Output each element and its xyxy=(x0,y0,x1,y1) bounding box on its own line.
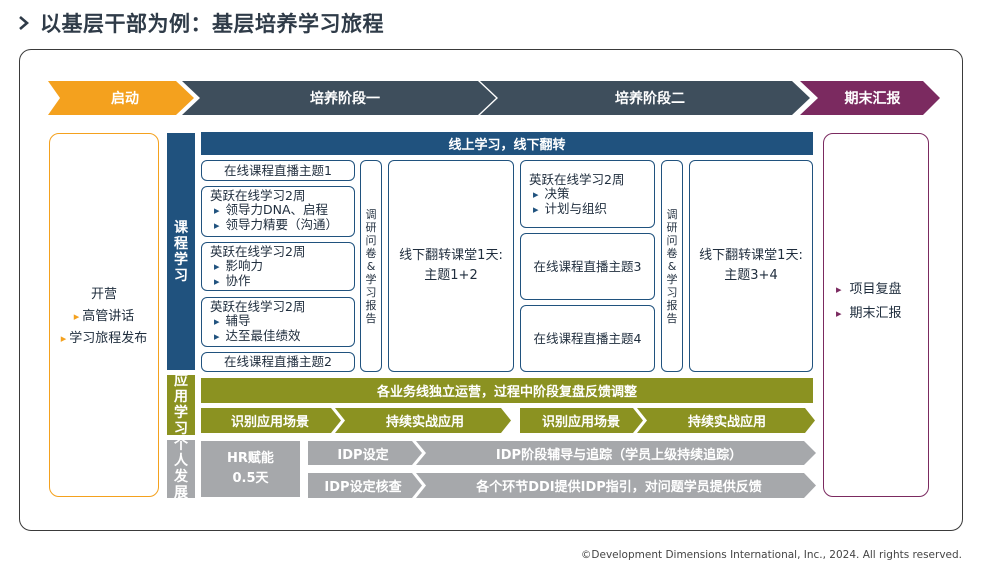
course-block-1: 英跃在线学习2周 领导力DNA、启程 领导力精要（沟通） xyxy=(201,186,355,237)
idp-guide-arrow xyxy=(416,473,816,498)
flip-line: 主题3+4 xyxy=(724,268,778,283)
course-bullet: 决策 xyxy=(529,187,646,202)
final-item: 项目复盘 xyxy=(836,278,928,302)
journey-frame xyxy=(19,49,963,531)
course-bullet: 影响力 xyxy=(210,259,346,274)
idp-guide-label: 各个环节DDI提供IDP指引，对问题学员提供反馈 xyxy=(476,480,762,495)
survey-report-2: 调研问卷&学习报告 xyxy=(661,160,683,372)
idp-track-arrow xyxy=(416,441,816,465)
course-live-1: 在线课程直播主题1 xyxy=(201,160,355,181)
apply-banner: 各业务线独立运营，过程中阶段复盘反馈调整 xyxy=(201,378,813,403)
phase-end-arrow xyxy=(800,81,940,115)
hr-enablement-box: HR赋能 0.5天 xyxy=(201,441,300,497)
apply-step-arrows xyxy=(201,408,815,433)
course-block-4: 英跃在线学习2周 决策 计划与组织 xyxy=(520,160,655,228)
idp-set-arrow xyxy=(308,441,422,465)
apply-step-arrow xyxy=(520,408,643,433)
idp-set-label: IDP设定 xyxy=(337,447,389,463)
apply-step: 持续实战应用 xyxy=(385,415,464,430)
page-title-text: 以基层干部为例：基层培养学习旅程 xyxy=(40,12,384,36)
course-bullet: 协作 xyxy=(210,274,346,289)
course-block-title: 英跃在线学习2周 xyxy=(210,299,306,314)
course-block-3: 英跃在线学习2周 辅导 达至最佳绩效 xyxy=(201,297,355,347)
apply-step-arrow xyxy=(637,408,815,433)
apply-step: 识别应用场景 xyxy=(230,415,309,430)
hr-line: HR赋能 xyxy=(227,451,274,466)
apply-step-arrow xyxy=(201,408,341,433)
page-title: 以基层干部为例：基层培养学习旅程 xyxy=(16,8,384,38)
phase-start-label: 启动 xyxy=(111,91,139,107)
course-block-2: 英跃在线学习2周 影响力 协作 xyxy=(201,242,355,291)
launch-item: 学习旅程发布 xyxy=(50,328,158,350)
course-bullet: 计划与组织 xyxy=(529,202,646,217)
flip-classroom-1: 线下翻转课堂1天: 主题1+2 xyxy=(388,160,514,372)
course-live-3: 在线课程直播主题3 xyxy=(520,233,655,300)
final-box: 项目复盘 期末汇报 xyxy=(823,133,929,497)
survey-report-1: 调研问卷&学习报告 xyxy=(360,160,382,372)
idp-arrows xyxy=(308,441,816,498)
flip-line: 主题1+2 xyxy=(424,268,478,283)
apply-step: 识别应用场景 xyxy=(541,415,620,430)
course-bullet: 领导力DNA、启程 xyxy=(210,203,346,218)
hr-line: 0.5天 xyxy=(232,471,269,486)
phase-stage2-label: 培养阶段二 xyxy=(615,91,685,107)
online-banner: 线上学习，线下翻转 xyxy=(201,132,813,155)
flip-classroom-2: 线下翻转课堂1天: 主题3+4 xyxy=(689,160,813,372)
phase-stage2-arrow xyxy=(480,81,810,115)
phase-start-arrow xyxy=(48,81,194,115)
course-live-2: 在线课程直播主题2 xyxy=(201,352,355,372)
idp-check-arrow xyxy=(308,473,422,498)
launch-box: 开营 高管讲话 学习旅程发布 xyxy=(49,133,159,497)
side-label-course: 课程学习 xyxy=(167,133,195,370)
apply-step: 持续实战应用 xyxy=(687,415,766,430)
course-bullet: 达至最佳绩效 xyxy=(210,329,346,344)
flip-line: 线下翻转课堂1天: xyxy=(699,248,803,263)
side-label-personal: 个人发展 xyxy=(167,437,195,501)
course-bullet: 领导力精要（沟通） xyxy=(210,218,346,233)
phase-stage1-arrow xyxy=(182,81,496,115)
idp-track-label: IDP阶段辅导与追踪（学员上级持续追踪） xyxy=(495,447,743,463)
phase-end-label: 期末汇报 xyxy=(844,91,901,107)
flip-line: 线下翻转课堂1天: xyxy=(399,248,503,263)
course-live-4: 在线课程直播主题4 xyxy=(520,305,655,372)
final-item: 期末汇报 xyxy=(836,302,928,326)
phase-stage1-label: 培养阶段一 xyxy=(310,91,380,107)
launch-item: 高管讲话 xyxy=(50,306,158,328)
copyright-footer: ©Development Dimensions International, I… xyxy=(580,549,962,561)
course-block-title: 英跃在线学习2周 xyxy=(210,244,306,259)
course-block-title: 英跃在线学习2周 xyxy=(210,188,306,203)
side-label-apply: 应用学习 xyxy=(167,373,195,437)
launch-head: 开营 xyxy=(90,287,117,302)
course-bullet: 辅导 xyxy=(210,314,346,329)
chevron-right-icon xyxy=(19,16,29,30)
phase-arrows xyxy=(48,81,940,115)
idp-check-label: IDP设定核查 xyxy=(324,480,402,495)
apply-step-arrow xyxy=(335,408,511,433)
course-block-title: 英跃在线学习2周 xyxy=(529,172,625,187)
